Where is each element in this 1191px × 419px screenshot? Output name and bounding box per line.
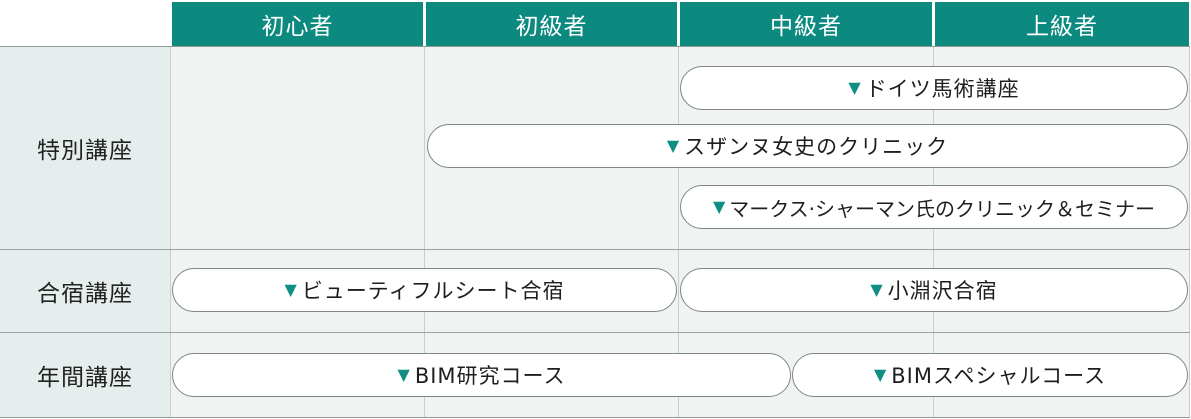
course-label: 小淵沢合宿 [887,279,998,303]
course-label: マークス·シャーマン氏のクリニック＆セミナー [729,196,1156,221]
triangle-down-icon: ▼ [873,365,888,384]
grid-line [424,47,425,417]
grid-line [678,47,679,417]
course-bim-research[interactable]: ▼ BIM研究コース [172,353,791,397]
level-header-advanced: 上級者 [935,2,1189,46]
grid-line [0,417,1190,418]
triangle-down-icon: ▼ [848,78,862,97]
course-label: スザンヌ女史のクリニック [684,135,949,159]
level-header-beginner: 初心者 [172,2,423,46]
triangle-down-icon: ▼ [712,197,726,216]
grid-line [933,47,934,417]
grid-line [0,249,1190,250]
grid-line [170,47,171,417]
course-label: ドイツ馬術講座 [865,77,1020,101]
course-susanne-clinic[interactable]: ▼ スザンヌ女史のクリニック [427,124,1188,168]
level-header-intermediate: 中級者 [680,2,932,46]
grid-line [1189,47,1190,417]
row-label-camp: 合宿講座 [0,250,170,332]
grid-line [0,332,1190,333]
level-header-novice: 初級者 [426,2,677,46]
triangle-down-icon: ▼ [870,280,884,299]
row-label-special: 特別講座 [0,47,170,249]
course-marcus-clinic[interactable]: ▼ マークス·シャーマン氏のクリニック＆セミナー [680,185,1188,229]
triangle-down-icon: ▼ [666,136,681,155]
course-german-riding[interactable]: ▼ ドイツ馬術講座 [680,66,1188,110]
triangle-down-icon: ▼ [284,280,298,299]
course-label: ビューティフルシート合宿 [301,279,565,303]
triangle-down-icon: ▼ [397,365,411,384]
course-bim-special[interactable]: ▼ BIMスペシャルコース [792,353,1188,397]
row-label-annual: 年間講座 [0,333,170,417]
grid-line [0,46,1190,47]
course-label: BIM研究コース [414,364,566,388]
course-obuchi-camp[interactable]: ▼ 小淵沢合宿 [680,268,1188,312]
course-label: BIMスペシャルコース [891,364,1107,388]
course-beautiful-seat-camp[interactable]: ▼ ビューティフルシート合宿 [172,268,677,312]
